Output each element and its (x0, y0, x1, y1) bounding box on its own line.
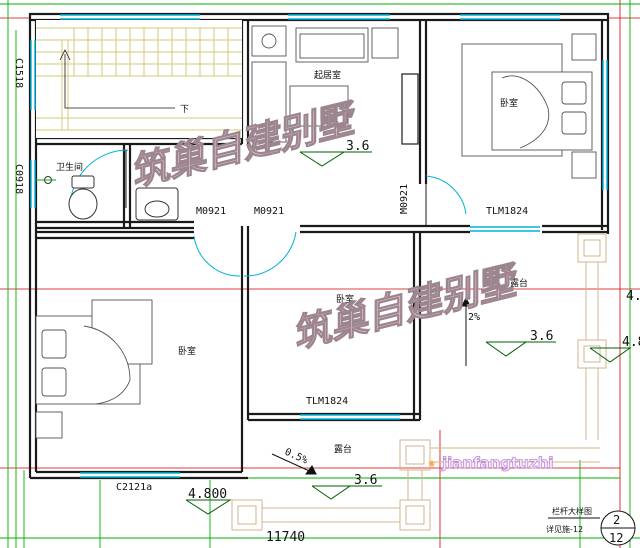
level-living: 3.6 (346, 139, 369, 154)
detail-reference (548, 510, 636, 546)
detail-title: 栏杆大样图 (552, 506, 592, 516)
terrace-south-label: 露台 (334, 443, 352, 455)
level-markers (185, 151, 632, 515)
bed-west (35, 299, 153, 439)
watermark-site: jianfangtuzhi (441, 454, 554, 472)
window-code-c1518: C1518 (13, 58, 24, 88)
door-code-1: M0921 (196, 206, 226, 217)
level-left: 4.800 (188, 487, 227, 502)
stair-down-label: 下 (180, 105, 189, 115)
bathroom-label: 卫生间 (56, 161, 83, 173)
level-right-2: 4.80 (622, 335, 640, 350)
living-room-label: 起居室 (314, 69, 341, 81)
level-right-1: 4. (626, 289, 640, 304)
site-logo-icon: ❀ (428, 460, 436, 470)
bed-northeast (461, 33, 597, 179)
bedroom-w-label: 卧室 (178, 345, 196, 357)
detail-subtitle: 详见施-12 (546, 524, 583, 534)
terrace-east-railing (577, 233, 607, 440)
detail-sheet: 12 (609, 531, 623, 545)
terrace-south-railing (231, 439, 600, 531)
level-terrace-east: 3.6 (530, 329, 553, 344)
sliding-door-bottom: TLM1824 (306, 396, 348, 407)
slope-terrace-south: 0.5% (283, 447, 309, 467)
door-code-3: M0921 (399, 184, 410, 214)
bedroom-c-label: 卧室 (336, 293, 354, 305)
detail-number: 2 (613, 513, 620, 527)
window-code-c2121: C2121a (116, 482, 152, 493)
door-code-2: M0921 (254, 206, 284, 217)
window-code-c0918: C0918 (13, 164, 24, 194)
bathroom-fixtures (36, 175, 179, 221)
slope-terrace-east: 2% (468, 312, 480, 323)
level-terrace-south: 3.6 (354, 473, 377, 488)
sliding-door-top: TLM1824 (486, 206, 528, 217)
staircase (36, 20, 242, 138)
terrace-east-label: 露台 (510, 277, 528, 289)
dimension-total-width: 11740 (266, 530, 305, 545)
slope-arrows (271, 296, 471, 475)
living-furniture (251, 25, 399, 143)
bedroom-ne-label: 卧室 (500, 97, 518, 109)
windows (30, 14, 608, 478)
